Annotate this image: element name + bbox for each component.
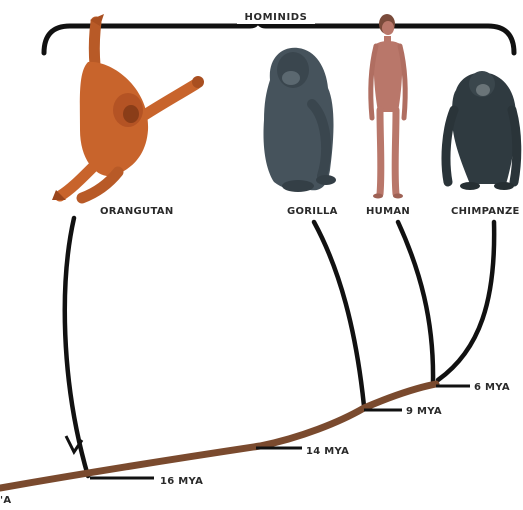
species-label-orangutan: ORANGUTAN [100, 206, 174, 217]
branch-gorilla [314, 222, 364, 406]
hominids-bracket [44, 19, 514, 53]
divergence-label-16-mya: 16 MYA [160, 476, 203, 487]
branch-chimpanzee [438, 222, 494, 380]
orangutan-illustration [52, 14, 204, 200]
divergence-label-9-mya: 9 MYA [406, 406, 442, 417]
cropped-edge-label: 'A [0, 495, 11, 506]
divergence-label-14-mya: 14 MYA [306, 446, 349, 457]
species-label-chimpanzee: CHIMPANZE [451, 206, 520, 217]
species-label-gorilla: GORILLA [287, 206, 338, 217]
species-label-human: HUMAN [366, 206, 410, 217]
lineage-trunk [0, 384, 436, 488]
divergence-label-6-mya: 6 MYA [474, 382, 510, 393]
gorilla-illustration [263, 48, 336, 192]
human-illustration [371, 14, 405, 199]
chimpanzee-illustration [446, 71, 517, 190]
group-label-hominids: HOMINIDS [245, 12, 308, 23]
branch-human [398, 222, 433, 382]
